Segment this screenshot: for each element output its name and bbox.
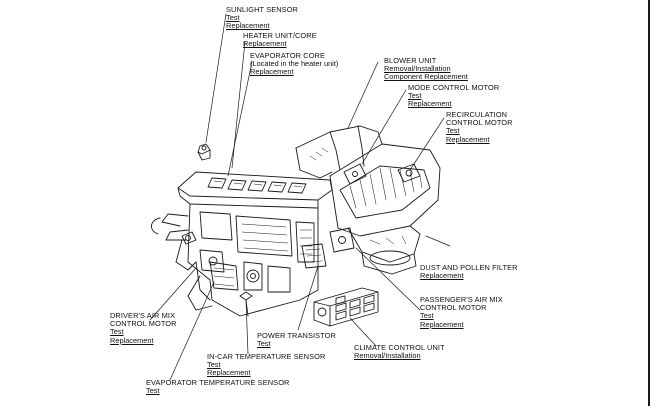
link-replacement[interactable]: Replacement <box>250 67 294 77</box>
callout-title-line1: DRIVER'S AIR MIX <box>110 311 176 320</box>
link-test[interactable]: Test <box>110 327 124 337</box>
callout-heater-unit: HEATER UNIT/CORE Replacement <box>243 31 317 49</box>
callout-passenger-air-mix: PASSENGER'S AIR MIX CONTROL MOTOR Test R… <box>420 295 503 329</box>
leader-lines <box>149 13 451 381</box>
link-replacement[interactable]: Replacement <box>420 319 464 329</box>
link-replacement[interactable]: Replacement <box>243 39 287 49</box>
callout-title: DUST AND POLLEN FILTER <box>420 263 518 272</box>
callout-power-transistor: POWER TRANSISTOR Test <box>257 331 336 349</box>
link-removal-installation[interactable]: Removal/Installation <box>384 64 451 74</box>
link-replacement[interactable]: Replacement <box>420 271 464 281</box>
link-removal-installation[interactable]: Removal/Installation <box>354 351 421 361</box>
callout-evaporator-temperature-sensor: EVAPORATOR TEMPERATURE SENSOR Test <box>146 378 290 396</box>
link-component-replacement[interactable]: Component Replacement <box>384 72 468 82</box>
link-test[interactable]: Test <box>146 386 160 396</box>
link-test[interactable]: Test <box>207 360 221 370</box>
link-test[interactable]: Test <box>257 339 271 349</box>
callout-title: POWER TRANSISTOR <box>257 331 336 340</box>
callout-title: CLIMATE CONTROL UNIT <box>354 343 445 352</box>
callout-title: IN-CAR TEMPERATURE SENSOR <box>207 352 326 361</box>
callout-title-line2: CONTROL MOTOR <box>420 303 487 313</box>
heater-unit-housing <box>151 171 333 317</box>
callout-title-line1: PASSENGER'S AIR MIX <box>420 295 503 304</box>
callout-recirculation-motor: RECIRCULATION CONTROL MOTOR Test Replace… <box>446 110 513 144</box>
link-test[interactable]: Test <box>446 126 460 136</box>
link-replacement[interactable]: Replacement <box>207 368 251 378</box>
callout-dust-pollen-filter: DUST AND POLLEN FILTER Replacement <box>420 263 518 281</box>
callout-title: MODE CONTROL MOTOR <box>408 83 500 92</box>
link-test[interactable]: Test <box>420 311 434 321</box>
blower-unit-housing <box>295 125 441 275</box>
callout-title: EVAPORATOR TEMPERATURE SENSOR <box>146 378 290 387</box>
passenger-air-mix-motor-shape <box>329 227 355 253</box>
link-test[interactable]: Test <box>226 13 240 23</box>
callout-blower-unit: BLOWER UNIT Removal/Installation Compone… <box>384 56 468 82</box>
link-replacement[interactable]: Replacement <box>446 134 490 144</box>
link-replacement[interactable]: Replacement <box>110 335 154 345</box>
sunlight-sensor-shape <box>197 143 211 161</box>
callout-climate-control-unit: CLIMATE CONTROL UNIT Removal/Installatio… <box>354 343 445 361</box>
callout-title: BLOWER UNIT <box>384 56 437 65</box>
link-test[interactable]: Test <box>408 91 422 101</box>
link-replacement[interactable]: Replacement <box>408 99 452 109</box>
callout-in-car-temperature-sensor: IN-CAR TEMPERATURE SENSOR Test Replaceme… <box>207 352 326 378</box>
callout-sunlight-sensor: SUNLIGHT SENSOR Test Replacement <box>226 5 298 31</box>
callout-title-line1: RECIRCULATION <box>446 110 508 119</box>
page-edge-divider <box>648 0 650 406</box>
callout-mode-control-motor: MODE CONTROL MOTOR Test Replacement <box>408 83 500 109</box>
callout-driver-air-mix: DRIVER'S AIR MIX CONTROL MOTOR Test Repl… <box>110 311 177 345</box>
callout-title-line2: CONTROL MOTOR <box>446 118 513 128</box>
callout-title: HEATER UNIT/CORE <box>243 31 317 40</box>
callout-title-line2: CONTROL MOTOR <box>110 319 177 329</box>
climate-control-unit-shape <box>313 287 379 327</box>
callout-title: SUNLIGHT SENSOR <box>226 5 298 14</box>
power-transistor-shape <box>301 243 327 269</box>
driver-air-mix-motor-shape <box>181 231 225 273</box>
callout-evaporator-core: EVAPORATOR CORE (Located in the heater u… <box>250 51 339 77</box>
link-replacement[interactable]: Replacement <box>226 21 270 31</box>
callout-title: EVAPORATOR CORE <box>250 51 326 60</box>
callout-note: (Located in the heater unit) <box>250 59 339 69</box>
